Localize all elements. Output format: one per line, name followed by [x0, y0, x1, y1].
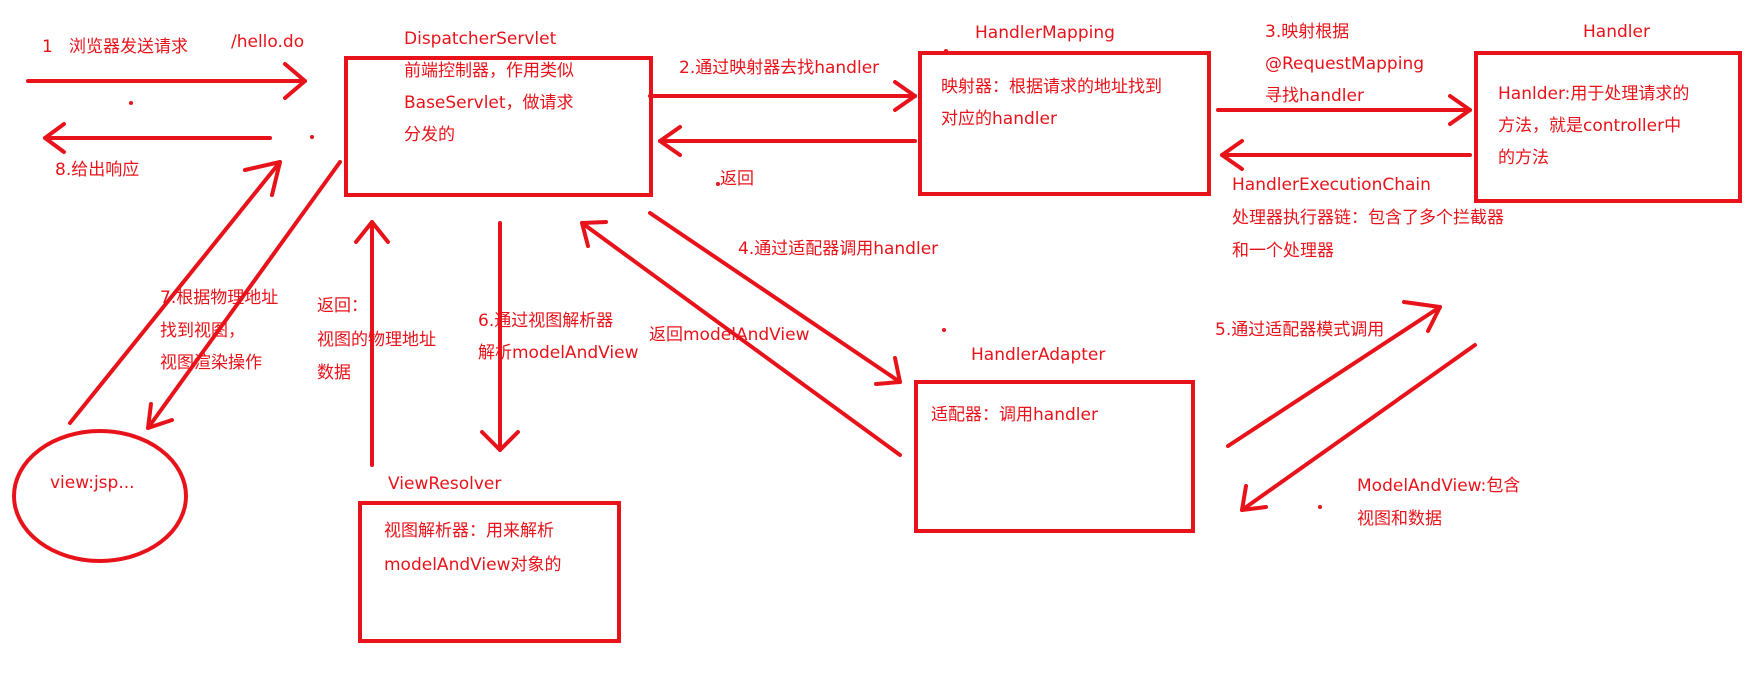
dispatcher-servlet-box: [344, 56, 653, 197]
step-4-label: 4.通过适配器调用handler: [738, 239, 939, 259]
step-1-label: 1 浏览器发送请求: [42, 37, 189, 57]
step-3-return-line: 处理器执行器链：包含了多个拦截器: [1232, 208, 1504, 228]
step-6-line: 6.通过视图解析器: [478, 311, 614, 331]
arrow-execution-chain: [1220, 139, 1472, 171]
arrow-find-handler: [648, 80, 917, 112]
resolver-desc-line: 视图解析器：用来解析: [384, 521, 554, 541]
step-6-return-line: 数据: [317, 363, 351, 383]
handler-desc-line: 的方法: [1498, 148, 1549, 168]
stray-dot: [716, 182, 720, 186]
step-5-label: 5.通过适配器模式调用: [1215, 320, 1385, 340]
handler-adapter-title: HandlerAdapter: [971, 345, 1106, 365]
mapping-desc-line: 映射器：根据请求的地址找到: [941, 77, 1162, 97]
step-6-return-line: 返回：: [317, 296, 368, 316]
handler-desc-line: 方法，就是controller中: [1498, 116, 1682, 136]
adapter-desc-line: 适配器：调用handler: [931, 405, 1098, 425]
handler-adapter-box: [914, 380, 1195, 533]
step-3-return-line: 和一个处理器: [1232, 241, 1334, 261]
resolver-desc-line: modelAndView对象的: [384, 555, 562, 575]
step-5-return-line: 视图和数据: [1357, 509, 1442, 529]
arrow-response: [43, 122, 272, 154]
arrow-adapter-to-handler: [1226, 300, 1442, 448]
step-2-label: 2.通过映射器去找handler: [679, 58, 880, 78]
arrow-resolver-return: [354, 220, 390, 467]
arrow-mapping-return: [658, 125, 917, 157]
request-url-label: /hello.do: [231, 32, 305, 52]
step-3-line: 寻找handler: [1265, 86, 1364, 106]
dispatcher-desc-line: 分发的: [404, 125, 455, 145]
handler-title: Handler: [1583, 22, 1650, 42]
stray-dot: [310, 135, 314, 139]
stray-dot: [942, 328, 946, 332]
arrow-view-response: [68, 160, 282, 425]
step-7-line: 7.根据物理地址: [160, 288, 279, 308]
view-resolver-box: [358, 501, 621, 643]
step-3-return-line: HandlerExecutionChain: [1232, 175, 1431, 195]
step-6-line: 解析modelAndView: [478, 343, 639, 363]
arrow-to-resolver: [480, 221, 520, 452]
step-3-line: @RequestMapping: [1265, 54, 1425, 74]
step-3-line: 3.映射根据: [1265, 22, 1350, 42]
arrow-map-handler: [1216, 94, 1472, 126]
step-5-return-line: ModelAndView:包含: [1357, 476, 1521, 496]
view-label: view:jsp...: [50, 473, 135, 493]
arrow-to-view: [146, 160, 342, 430]
arrow-handler-return: [1240, 343, 1477, 512]
mapping-desc-line: 对应的handler: [941, 109, 1057, 129]
step-8-label: 8.给出响应: [55, 160, 140, 180]
handler-mapping-title: HandlerMapping: [975, 23, 1115, 43]
view-resolver-title: ViewResolver: [388, 474, 502, 494]
step-6-return-line: 视图的物理地址: [317, 330, 436, 350]
arrow-return-modelandview: [580, 220, 902, 457]
dispatcher-desc-line: 前端控制器，作用类似: [404, 61, 574, 81]
arrow-request: [26, 62, 307, 100]
handler-box: [1474, 51, 1742, 203]
dispatcher-servlet-title: DispatcherServlet: [404, 29, 557, 49]
step-2-return-label: 返回: [720, 169, 754, 189]
view-ellipse: [12, 429, 188, 563]
stray-dot: [129, 101, 133, 105]
dispatcher-desc-line: BaseServlet，做请求: [404, 93, 574, 113]
stray-dot: [1318, 505, 1322, 509]
step-7-line: 视图渲染操作: [160, 353, 262, 373]
handler-desc-line: Hanlder:用于处理请求的: [1498, 84, 1690, 104]
handler-mapping-box: [918, 51, 1211, 196]
step-7-line: 找到视图，: [160, 321, 245, 341]
step-4-return-label: 返回modelAndView: [649, 325, 810, 345]
arrow-call-adapter: [648, 211, 902, 386]
